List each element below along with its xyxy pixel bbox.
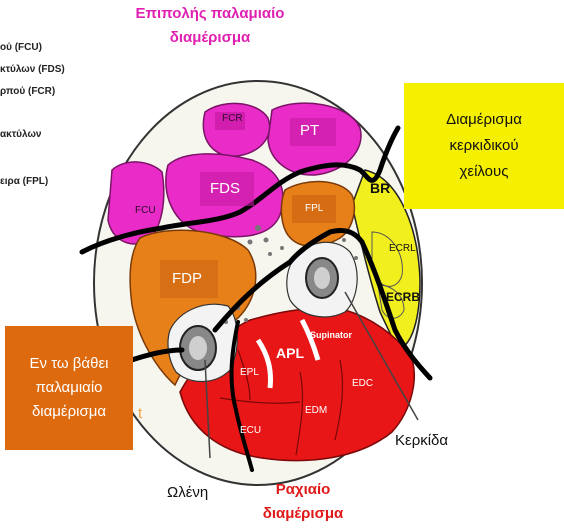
label-apl: APL: [276, 345, 304, 361]
radius-label: Κερκίδα: [395, 432, 448, 449]
label-ecrb: ECRB: [386, 290, 420, 304]
label-ecu: ECU: [240, 425, 261, 436]
stray-character: t: [138, 405, 142, 422]
deep-box-line1: Εν τω βάθει: [30, 352, 109, 376]
label-ecrl: ECRL: [389, 243, 416, 254]
label-fds: FDS: [210, 180, 240, 197]
label-edm: EDM: [305, 405, 327, 416]
lateral-compartment-box: Διαμέρισμα κερκιδικού χείλους: [404, 83, 564, 209]
ulna-label: Ωλένη: [167, 484, 208, 501]
label-epl: EPL: [240, 367, 259, 378]
label-fdp: FDP: [172, 270, 202, 287]
label-fcu: FCU: [135, 205, 156, 216]
label-supinator: Supinator: [310, 330, 352, 340]
posterior-title-line2: διαμέρισμα: [228, 502, 378, 526]
lateral-box-line1: Διαμέρισμα: [446, 107, 522, 133]
lateral-box-line3: χείλους: [460, 159, 509, 185]
deep-box-line2: παλαμιαίο: [35, 376, 102, 400]
ulna-marrow: [189, 336, 207, 360]
label-pt: PT: [300, 122, 319, 139]
radius-marrow: [314, 267, 330, 289]
label-fpl: FPL: [305, 203, 323, 214]
lateral-box-line2: κερκιδικού: [449, 133, 518, 159]
deep-compartment-box: Εν τω βάθει παλαμιαίο διαμέρισμα: [5, 326, 133, 450]
posterior-compartment-title: Ραχιαίο διαμέρισμα: [228, 478, 378, 526]
label-edc: EDC: [352, 378, 373, 389]
label-br: BR: [370, 180, 390, 196]
posterior-title-line1: Ραχιαίο: [228, 478, 378, 502]
deep-box-line3: διαμέρισμα: [32, 400, 106, 424]
label-fcr: FCR: [222, 113, 243, 124]
